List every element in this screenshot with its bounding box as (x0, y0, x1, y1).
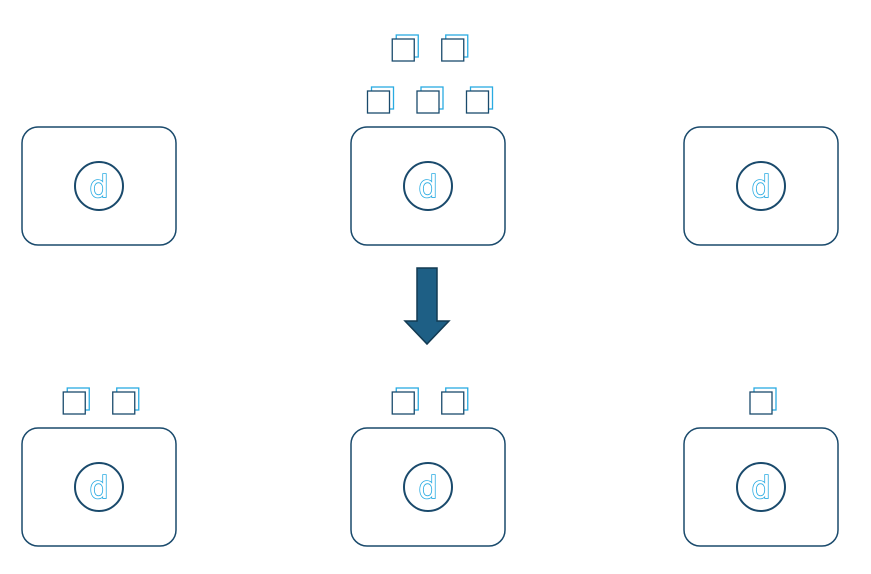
document-stack-icon (441, 387, 469, 415)
document-front-sheet (391, 38, 415, 62)
logo-ring (74, 462, 124, 512)
d-logo-icon: d (74, 161, 124, 211)
document-front-sheet (366, 90, 391, 114)
logo-glyph: d (418, 471, 437, 506)
document-front-sheet (441, 391, 465, 415)
shard-group (391, 387, 469, 415)
document-stack-icon (366, 86, 395, 114)
logo-ring (736, 462, 786, 512)
document-stack-icon (62, 387, 90, 415)
d-logo-icon: d (736, 462, 786, 512)
server-node: d (350, 387, 506, 547)
document-stack-icon (112, 387, 140, 415)
document-stack-icon (416, 86, 444, 114)
logo-glyph: d (89, 170, 108, 205)
document-front-sheet (441, 38, 465, 62)
transition-arrow (403, 267, 451, 346)
document-stack-icon (441, 34, 469, 62)
d-logo-icon: d (736, 161, 786, 211)
document-front-sheet (416, 90, 440, 114)
logo-ring (403, 161, 453, 211)
document-front-sheet (62, 391, 86, 415)
server-node: d (683, 387, 839, 547)
document-stack-icon (391, 34, 419, 62)
server-node: d (350, 34, 506, 246)
server-node: d (21, 387, 177, 547)
document-front-sheet (465, 90, 490, 114)
document-stack-icon (391, 387, 419, 415)
logo-glyph: d (89, 471, 108, 506)
document-stack-icon (749, 387, 777, 415)
shard-group (749, 387, 777, 415)
server-node: d (683, 126, 839, 246)
document-front-sheet (749, 391, 773, 415)
d-logo-icon: d (74, 462, 124, 512)
d-logo-icon: d (403, 161, 453, 211)
down-arrow-icon (403, 267, 451, 346)
server-node: d (21, 126, 177, 246)
logo-glyph: d (751, 170, 770, 205)
shard-group (366, 34, 494, 114)
logo-ring (74, 161, 124, 211)
shard-group (62, 387, 140, 415)
logo-glyph: d (418, 170, 437, 205)
document-front-sheet (112, 391, 136, 415)
logo-glyph: d (751, 471, 770, 506)
logo-ring (736, 161, 786, 211)
document-front-sheet (391, 391, 415, 415)
logo-ring (403, 462, 453, 512)
document-stack-icon (465, 86, 494, 114)
d-logo-icon: d (403, 462, 453, 512)
